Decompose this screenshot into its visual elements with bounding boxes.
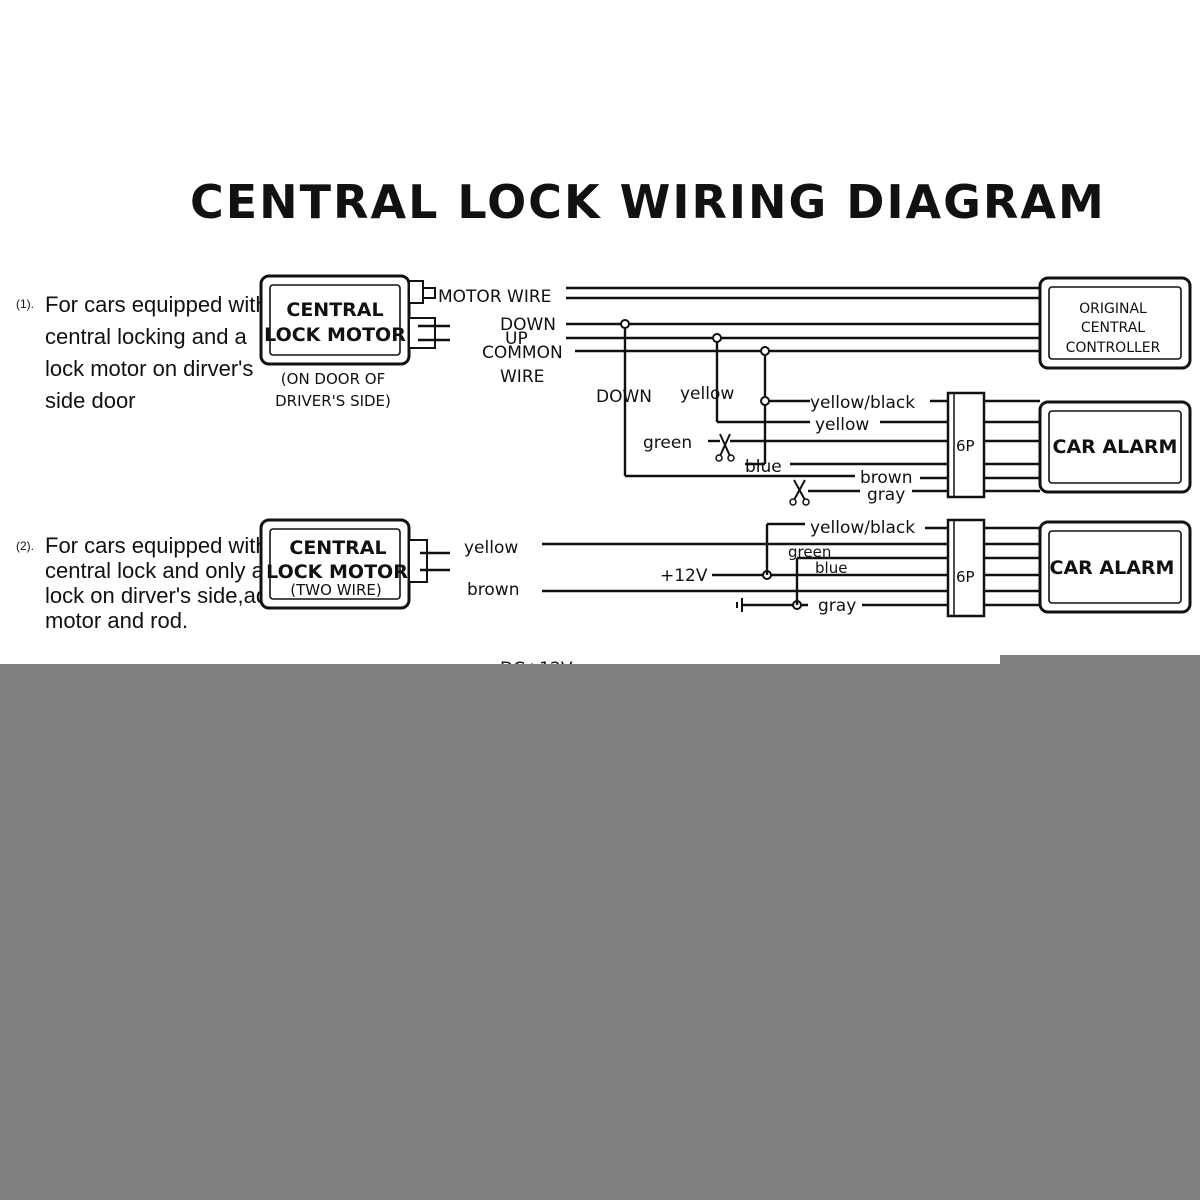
connector-6p-1: 6P <box>946 391 986 499</box>
section-1-number: (1). <box>16 297 34 311</box>
section-2-note-line-3: lock on dirver's side,add <box>45 583 280 608</box>
connector-6p-2: 6P <box>946 518 986 618</box>
section-2-note-line-1: For cars equipped with <box>45 533 268 558</box>
original-central-controller-box: ORIGINAL CENTRAL CONTROLLER <box>1038 276 1192 370</box>
controller-line-1: ORIGINAL <box>1079 301 1147 317</box>
section-2: (2). For cars equipped with central lock… <box>16 518 1192 633</box>
two-wire-gray-label: gray <box>818 596 856 616</box>
two-wire-motor-line-2: LOCK MOTOR <box>266 561 408 583</box>
two-wire-yellow-black-label: yellow/black <box>810 518 915 538</box>
motor-yellow-label: yellow <box>464 538 518 558</box>
common-label: COMMON <box>482 343 563 363</box>
gray-label: gray <box>867 485 905 505</box>
cut-mark-green <box>715 433 735 462</box>
central-lock-motor-box: CENTRAL LOCK MOTOR <box>259 274 411 366</box>
section-1-note-line-1: For cars equipped with <box>45 292 268 317</box>
two-wire-motor-line-1: CENTRAL <box>289 537 386 559</box>
up-label: UP <box>505 329 528 349</box>
cut-mark-gray <box>789 479 810 506</box>
two-wire-green-label: green <box>788 543 831 561</box>
yellow-black-label: yellow/black <box>810 393 915 413</box>
car-alarm-1-label: CAR ALARM <box>1053 436 1178 458</box>
gray-overlay <box>0 664 1200 1200</box>
yellow-label: yellow <box>815 415 869 435</box>
section-2-number: (2). <box>16 539 34 553</box>
two-wire-motor-line-3: (TWO WIRE) <box>290 581 381 599</box>
diagram-title: CENTRAL LOCK WIRING DIAGRAM <box>190 175 1106 229</box>
plus-12v-label: +12V <box>660 566 708 586</box>
down-vertical-label: DOWN <box>596 387 652 407</box>
car-alarm-box-1: CAR ALARM <box>1038 400 1192 494</box>
brown-label: brown <box>860 468 913 488</box>
connector-6p-1-label: 6P <box>956 437 975 455</box>
section-2-note-line-4: motor and rod. <box>45 608 188 633</box>
blue-label: blue <box>745 457 782 477</box>
section-1-note-line-4: side door <box>45 388 136 413</box>
wire-label: WIRE <box>500 367 544 387</box>
motor-location-line-1: (ON DOOR OF <box>281 370 385 388</box>
controller-line-3: CONTROLLER <box>1066 340 1161 356</box>
motor-wire-label: MOTOR WIRE <box>438 287 551 307</box>
down-label: DOWN <box>500 315 556 335</box>
section-1-note-line-3: lock motor on dirver's <box>45 356 253 381</box>
section-1-note-line-2: central locking and a <box>45 324 248 349</box>
car-alarm-box-2: CAR ALARM <box>1038 520 1192 614</box>
yellow-vertical-label: yellow <box>680 384 734 404</box>
controller-line-2: CENTRAL <box>1081 320 1145 336</box>
two-wire-blue-label: blue <box>815 559 847 577</box>
section-2-note-line-2: central lock and only a <box>45 558 265 583</box>
connector-6p-2-label: 6P <box>956 568 975 586</box>
motor-box-line-1: CENTRAL <box>286 299 383 321</box>
motor-brown-label: brown <box>467 580 520 600</box>
car-alarm-2-label: CAR ALARM <box>1050 557 1175 579</box>
two-wire-lock-motor-box: CENTRAL LOCK MOTOR (TWO WIRE) <box>259 518 411 610</box>
green-label: green <box>643 433 692 453</box>
motor-box-line-2: LOCK MOTOR <box>264 324 406 346</box>
section-1: (1). For cars equipped with central lock… <box>16 274 1192 506</box>
motor-location-line-2: DRIVER'S SIDE) <box>275 392 391 410</box>
